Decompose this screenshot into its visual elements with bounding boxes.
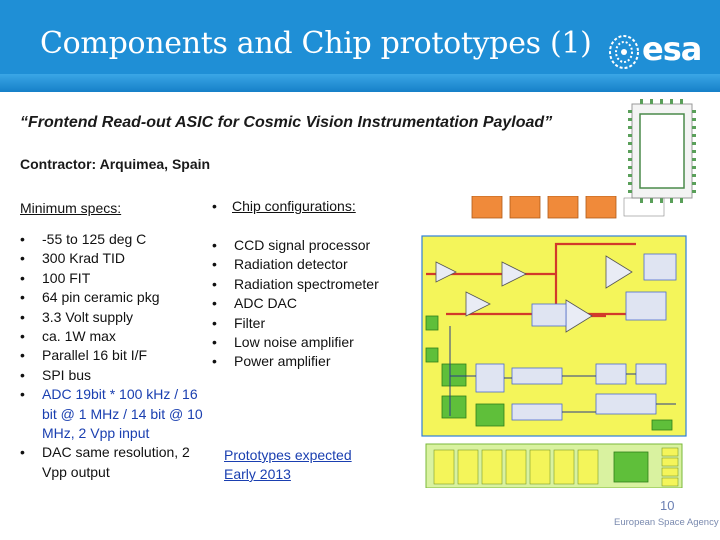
spec-item: 100 FIT xyxy=(20,269,210,289)
spec-item: Parallel 16 bit I/F xyxy=(20,346,210,366)
header-bar: Components and Chip prototypes (1) esa xyxy=(0,0,720,92)
configs-heading: •Chip configurations: xyxy=(212,198,356,214)
contractor-line: Contractor: Arquimea, Spain xyxy=(20,156,211,172)
prototypes-line-2[interactable]: Early 2013 xyxy=(224,466,291,482)
asic-block-diagram xyxy=(421,196,687,488)
esa-logo: esa xyxy=(604,26,720,78)
spec-item: ca. 1W max xyxy=(20,327,210,347)
configs-list: CCD signal processor Radiation detector … xyxy=(212,236,412,372)
config-item: CCD signal processor xyxy=(212,236,412,256)
config-item: ADC DAC xyxy=(212,294,412,314)
config-item: Radiation spectrometer xyxy=(212,275,412,295)
esa-logo-icon xyxy=(609,35,639,69)
page-number: 10 xyxy=(660,498,675,513)
esa-logo-text: esa xyxy=(642,30,702,68)
chip-package-image xyxy=(628,99,696,203)
spec-item: -55 to 125 deg C xyxy=(20,230,210,250)
spec-item: 64 pin ceramic pkg xyxy=(20,288,210,308)
subtitle: “Frontend Read-out ASIC for Cosmic Visio… xyxy=(20,114,553,131)
header-band xyxy=(0,74,720,92)
spec-item: 3.3 Volt supply xyxy=(20,308,210,328)
page-title: Components and Chip prototypes (1) xyxy=(40,26,592,61)
configs-heading-text: Chip configurations: xyxy=(232,198,356,214)
config-item: Filter xyxy=(212,314,412,334)
footer-text: European Space Agency xyxy=(614,517,719,528)
spec-item-dac: DAC same resolution, 2 Vpp output xyxy=(20,443,210,482)
spec-item: 300 Krad TID xyxy=(20,249,210,269)
spec-item-adc: ADC 19bit * 100 kHz / 16 bit @ 1 MHz / 1… xyxy=(20,385,210,443)
specs-heading: Minimum specs: xyxy=(20,200,122,216)
prototypes-line-1[interactable]: Prototypes expected xyxy=(224,447,352,463)
spec-item: SPI bus xyxy=(20,366,210,386)
config-item: Radiation detector xyxy=(212,255,412,275)
prototypes-note[interactable]: Prototypes expected Early 2013 xyxy=(224,446,352,484)
specs-list: -55 to 125 deg C 300 Krad TID 100 FIT 64… xyxy=(20,230,210,482)
config-item: Low noise amplifier xyxy=(212,333,412,353)
config-item: Power amplifier xyxy=(212,352,412,372)
